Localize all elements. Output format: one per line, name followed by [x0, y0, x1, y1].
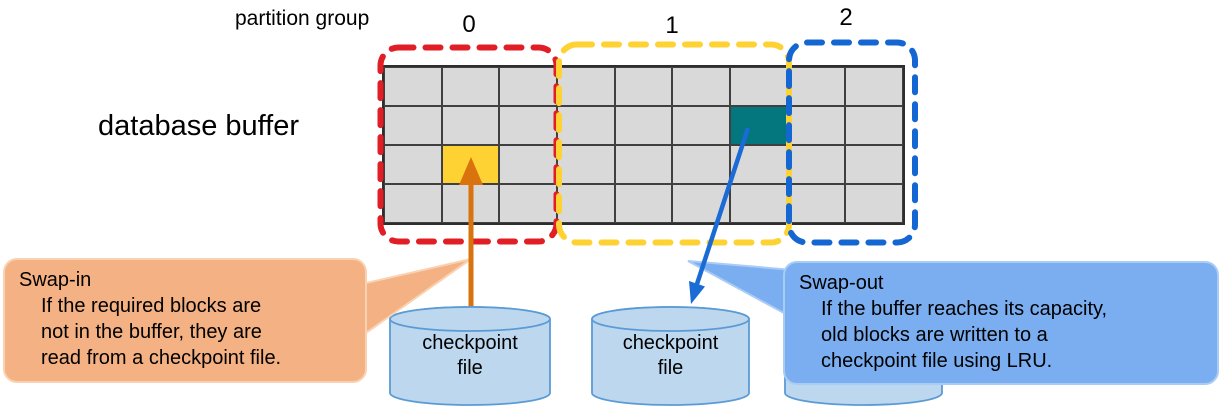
buffer-cell: [614, 184, 673, 223]
checkpoint-file-label-1: checkpoint file: [390, 331, 550, 381]
buffer-cell: [499, 106, 557, 145]
buffer-cell: [845, 145, 903, 184]
buffer-cell: [672, 184, 730, 223]
partition-group-label: partition group: [235, 7, 370, 30]
swap-out-callout: Swap-out If the buffer reaches its capac…: [783, 261, 1219, 385]
callout-line-0: If the required blocks are: [41, 295, 262, 317]
swap-in-callout: Swap-in If the required blocks are not in…: [3, 258, 367, 383]
partition-group-number-0: 0: [462, 11, 476, 38]
checkpoint-file-label-1-line2: file: [457, 357, 483, 379]
buffer-cell: [557, 106, 615, 145]
buffer-cell: [787, 145, 846, 184]
buffer-cell: [672, 145, 730, 184]
buffer-cell: [730, 67, 788, 106]
swap-out-block: [730, 106, 788, 145]
buffer-cell: [614, 145, 673, 184]
callout-line-1: old blocks are written to a: [821, 324, 1048, 346]
swap-out-callout-body: If the buffer reaches its capacity, old b…: [799, 296, 1209, 374]
buffer-cell: [845, 184, 903, 223]
buffer-cell: [672, 67, 730, 106]
buffer-cell: [614, 67, 673, 106]
swap-in-callout-tail: [352, 258, 472, 344]
swap-in-callout-body: If the required blocks are not in the buf…: [19, 293, 357, 371]
buffer-cell: [672, 106, 730, 145]
buffer-cell: [384, 145, 442, 184]
checkpoint-file-label-2-line1: checkpoint: [622, 332, 719, 354]
buffer-cell: [557, 184, 615, 223]
buffer-cell: [730, 145, 788, 184]
buffer-cell: [499, 67, 557, 106]
callout-line-2: read from a checkpoint file.: [41, 347, 282, 369]
buffer-cell: [557, 67, 615, 106]
checkpoint-file-label-1-line1: checkpoint: [422, 332, 518, 354]
checkpoint-file-label-2-line2: file: [657, 357, 684, 379]
buffer-cell: [441, 67, 500, 106]
buffer-cell: [614, 106, 673, 145]
buffer-cell: [845, 67, 903, 106]
swap-in-block: [441, 145, 500, 184]
buffer-cell: [384, 184, 442, 223]
callout-line-0: If the buffer reaches its capacity,: [821, 298, 1108, 320]
swap-out-callout-title: Swap-out: [799, 272, 884, 294]
buffer-cell: [787, 184, 846, 223]
swap-in-callout-title: Swap-in: [19, 269, 92, 291]
checkpoint-file-label-2: checkpoint file: [592, 331, 749, 381]
buffer-cell: [441, 184, 500, 223]
partition-group-number-1: 1: [665, 12, 679, 39]
buffer-cell: [384, 106, 442, 145]
callout-line-2: checkpoint file using LRU.: [821, 350, 1053, 372]
buffer-cell: [557, 145, 615, 184]
buffer-cell: [441, 106, 500, 145]
swap-out-callout-tail: [687, 260, 794, 320]
callout-line-1: not in the buffer, they are: [41, 321, 262, 343]
buffer-cell: [384, 67, 442, 106]
partition-group-number-2: 2: [839, 4, 853, 31]
buffer-cell: [499, 184, 557, 223]
buffer-cell: [787, 106, 846, 145]
buffer-cell: [499, 145, 557, 184]
buffer-cell: [787, 67, 846, 106]
buffer-grid: [382, 65, 905, 225]
database-buffer-label: database buffer: [98, 110, 300, 142]
buffer-cell: [845, 106, 903, 145]
buffer-cell: [730, 184, 788, 223]
